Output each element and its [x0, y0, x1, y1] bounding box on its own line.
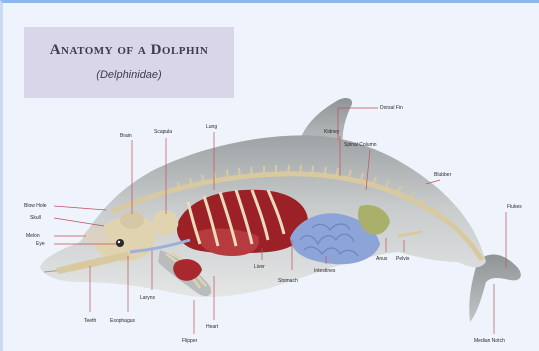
- label-spinal-column: Spinal Column: [344, 142, 377, 148]
- label-esophagus: Esophagus: [110, 318, 135, 324]
- label-melon: Melon: [26, 233, 40, 239]
- label-dorsal-fin: Dorsal Fin: [380, 105, 403, 111]
- label-flipper: Flipper: [182, 338, 197, 344]
- label-scapula: Scapula: [154, 129, 172, 135]
- label-skull: Skull: [30, 215, 41, 221]
- label-blow-hole: Blow Hole: [24, 203, 47, 209]
- eye: [116, 239, 124, 247]
- label-kidney: Kidney: [324, 129, 339, 135]
- label-liver: Liver: [254, 264, 265, 270]
- label-lung: Lung: [206, 124, 217, 130]
- label-heart: Heart: [206, 324, 218, 330]
- label-flukes: Flukes: [507, 204, 522, 210]
- label-anus: Anus: [376, 256, 387, 262]
- label-median-notch: Median Notch: [474, 338, 505, 344]
- label-pelvis: Pelvis: [396, 256, 409, 262]
- label-teeth: Teeth: [84, 318, 96, 324]
- label-stomach: Stomach: [278, 278, 298, 284]
- label-eye: Eye: [36, 241, 45, 247]
- label-brain: Brain: [120, 133, 132, 139]
- label-blubber: Blubber: [434, 172, 451, 178]
- melon: [84, 228, 108, 244]
- label-intestines: Intestines: [314, 268, 335, 274]
- label-larynx: Larynx: [140, 295, 155, 301]
